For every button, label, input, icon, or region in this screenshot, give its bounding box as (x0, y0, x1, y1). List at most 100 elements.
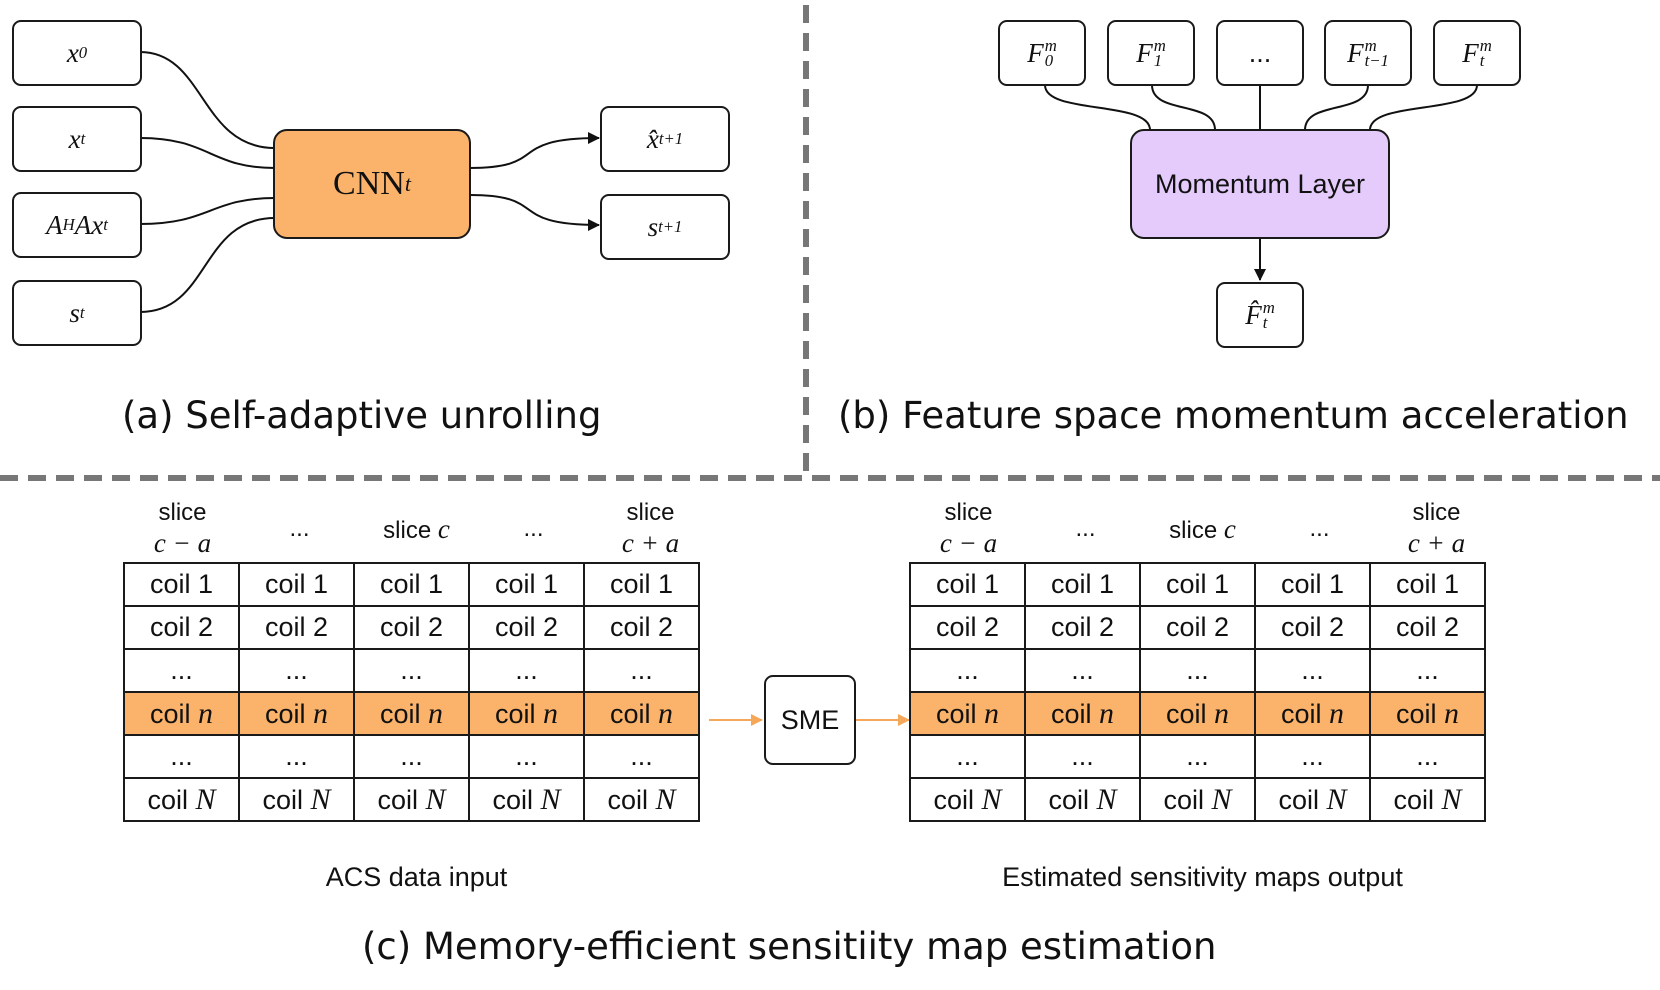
ft-base: F (1462, 37, 1479, 68)
cell-text: ... (1301, 741, 1324, 771)
cell-text: coil 2 (379, 612, 444, 642)
connector-ft1-momentum (1304, 84, 1369, 131)
cell-text: coil (262, 784, 311, 815)
table-cell: ... (1254, 734, 1371, 779)
table-cell: coil 2 (123, 605, 240, 650)
table-cell: coil 1 (909, 562, 1026, 607)
table-cell: coil N (583, 777, 700, 822)
table-cell: coil 2 (468, 605, 585, 650)
header-math: c − a (939, 528, 998, 558)
cell-text: coil (147, 784, 196, 815)
header-ellipsis: ... (475, 514, 592, 544)
cell-text: coil 1 (1280, 569, 1345, 599)
table-cell: ... (1369, 648, 1486, 693)
cell-text: coil (1278, 784, 1327, 815)
cell-var: N (655, 782, 676, 816)
table-cell: coil 2 (238, 605, 355, 650)
table-row: ............... (123, 734, 700, 779)
table-cell: ... (123, 734, 240, 779)
cell-text: coil 1 (935, 569, 1000, 599)
feature-ellipsis-box: ... (1216, 20, 1304, 86)
header-ellipsis: ... (1027, 514, 1144, 544)
cell-text: ... (956, 741, 979, 771)
table-cell: coil n (468, 691, 585, 736)
table-cell: coil 2 (1139, 605, 1256, 650)
cell-text: ... (515, 655, 538, 685)
cell-text: coil 1 (264, 569, 329, 599)
cell-var: n (1329, 696, 1344, 730)
cell-text: coil 2 (1395, 612, 1460, 642)
cell-text: ... (630, 741, 653, 771)
cell-text: coil (935, 698, 984, 729)
cell-text: ... (956, 655, 979, 685)
connector-f1-momentum (1151, 84, 1216, 131)
cell-text: coil 1 (1165, 569, 1230, 599)
connector-ahax-cnn (139, 197, 276, 225)
header-ellipsis: ... (1261, 514, 1378, 544)
table-cell: ... (909, 734, 1026, 779)
table-cell: coil N (1139, 777, 1256, 822)
ft1-base: F (1347, 37, 1364, 68)
st-base: s (69, 297, 80, 328)
header-word: slice (1412, 499, 1461, 526)
f0-base: F (1027, 37, 1044, 68)
st-sub: t (79, 303, 85, 322)
table-cell: coil n (123, 691, 240, 736)
table-row: ............... (909, 648, 1486, 693)
cell-text: ... (1416, 655, 1439, 685)
cell-var: N (310, 782, 331, 816)
ft1-sup: m (1364, 35, 1377, 55)
caption-a: (a) Self-adaptive unrolling (122, 394, 602, 437)
cell-var: N (1441, 782, 1462, 816)
cell-text: coil 2 (149, 612, 214, 642)
ahax-mid: Ax (74, 209, 104, 240)
xt-sub: t (80, 129, 86, 148)
cell-var: n (543, 696, 558, 730)
f1-sub: 1 (1153, 51, 1163, 70)
table-cell: coil n (909, 691, 1026, 736)
cell-text: coil (494, 698, 543, 729)
momentum-layer-label: Momentum Layer (1154, 168, 1366, 199)
table-cell: ... (238, 734, 355, 779)
cell-text: coil 1 (609, 569, 674, 599)
cell-text: ... (1186, 655, 1209, 685)
cell-var: n (313, 696, 328, 730)
cell-var: n (198, 696, 213, 730)
table-cell: ... (1024, 648, 1141, 693)
header-word: ... (523, 515, 544, 542)
cell-text: coil 1 (1050, 569, 1115, 599)
cell-var: N (1326, 782, 1347, 816)
ahax-sup: H (62, 215, 75, 234)
cnn-label: CNN (333, 165, 405, 202)
sme-label: SME (780, 704, 840, 735)
table-row: ............... (909, 734, 1486, 779)
table-cell: coil n (1369, 691, 1486, 736)
cell-text: coil (1165, 698, 1214, 729)
cell-text: coil 1 (149, 569, 214, 599)
cell-text: coil 2 (935, 612, 1000, 642)
table-cell: coil 2 (353, 605, 470, 650)
header-math: c − a (153, 528, 212, 558)
header-slice-c: slice c (358, 514, 475, 546)
table-cell: coil n (1254, 691, 1371, 736)
table-cell: ... (468, 648, 585, 693)
table-cell: coil N (909, 777, 1026, 822)
table-cell: coil 1 (1369, 562, 1486, 607)
cell-text: coil (1393, 784, 1442, 815)
